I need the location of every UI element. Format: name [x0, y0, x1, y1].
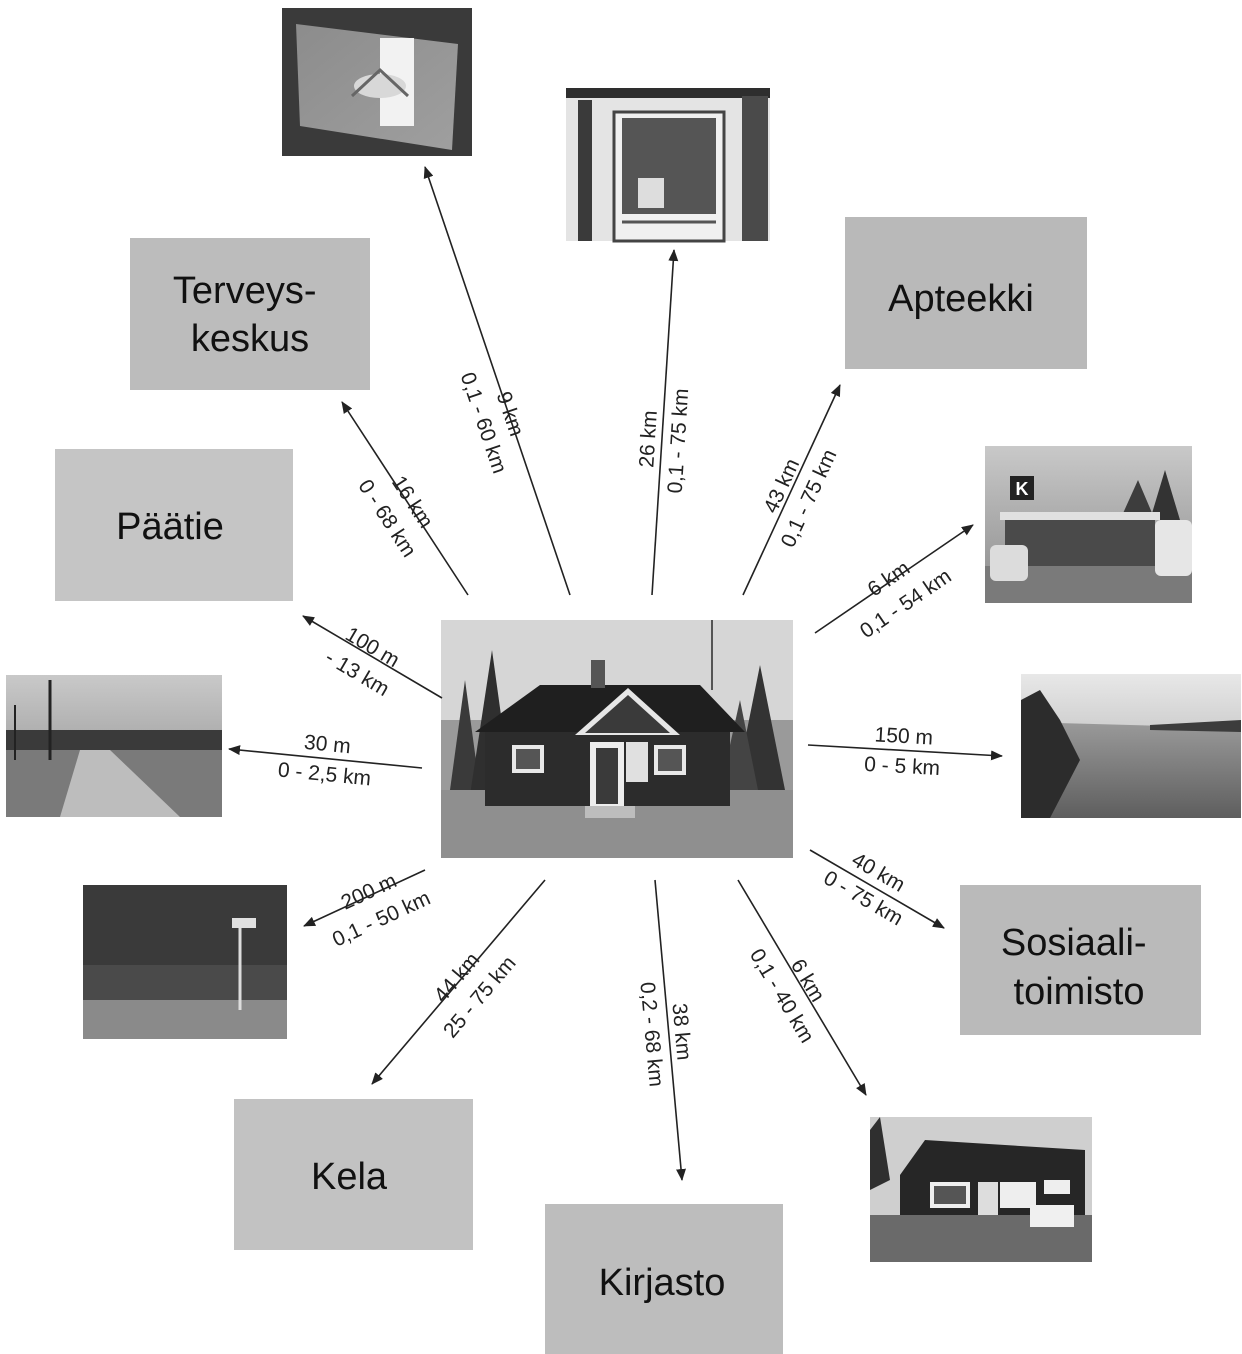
road-photo [6, 675, 222, 817]
store-photo: K [985, 446, 1192, 603]
apteekki-label: Apteekki [888, 278, 1034, 320]
sosiaalitoimisto-line-2: toimisto [1014, 971, 1145, 1013]
distance-d5-value: 150 m [874, 723, 934, 749]
arrow-kela [371, 879, 546, 1085]
kirjasto-label: Kirjasto [599, 1262, 726, 1304]
paatie-label: Päätie [116, 506, 224, 548]
arrow-apteekki [742, 384, 841, 596]
distance-d11-value: 30 m [303, 731, 352, 758]
arrow-store [814, 524, 974, 634]
distance-d4: 6 km 0,1 - 54 km [856, 557, 956, 643]
distance-d7: 6 km 0,1 - 40 km [745, 945, 829, 1047]
distance-d5-range: 0 - 5 km [864, 753, 941, 780]
arrow-kirjasto [654, 879, 686, 1181]
svg-text:K: K [1016, 479, 1029, 499]
arrow-terveyskeskus [341, 401, 469, 596]
door-photo [566, 88, 770, 243]
kirjasto-box: Kirjasto [545, 1204, 783, 1354]
kela-label: Kela [311, 1156, 388, 1198]
bus-stop-photo [83, 885, 287, 1039]
terveyskeskus-box: Terveys- keskus [130, 238, 370, 390]
arrow-flag [423, 166, 571, 596]
distance-d8: 38 km 0,2 - 68 km [635, 981, 695, 1088]
distance-d5: 150 m 0 - 5 km [864, 723, 941, 780]
arrow-road [228, 745, 423, 769]
arrow-paatie [302, 615, 443, 699]
distance-d2-range: 0,1 - 75 km [664, 388, 694, 494]
distance-d13: 16 km 0 - 68 km [353, 472, 437, 562]
svg-text:Sosiaali- toimisto: Sosiaali- toimisto [1001, 922, 1157, 1013]
sosiaalitoimisto-line-1: Sosiaali- [1001, 922, 1147, 964]
distance-d9: 44 km 25 - 75 km [430, 948, 521, 1042]
arrow-door [651, 249, 679, 596]
arrow-cafe [737, 879, 867, 1096]
house-photo [441, 620, 793, 858]
distance-d3: 43 km 0,1 - 75 km [759, 446, 841, 551]
arrow-sosiaalitoimisto [809, 849, 945, 929]
distance-d12: 100 m - 13 km [321, 623, 403, 701]
arrow-bus-stop [303, 869, 426, 927]
flag-photo [282, 8, 472, 156]
distance-d2-value: 26 km [635, 410, 662, 469]
terveyskeskus-line-1: Terveys- [173, 270, 317, 312]
kela-box: Kela [234, 1099, 473, 1250]
lake-photo [1021, 674, 1241, 818]
cafe-photo [870, 1117, 1092, 1262]
svg-text:Terveys- keskus: Terveys- keskus [173, 270, 327, 360]
sosiaalitoimisto-box: Sosiaali- toimisto [960, 885, 1201, 1035]
distance-d11: 30 m 0 - 2,5 km [277, 731, 372, 791]
paatie-box: Päätie [55, 449, 293, 601]
terveyskeskus-line-2: keskus [191, 318, 309, 360]
apteekki-box: Apteekki [845, 217, 1087, 369]
distance-d11-range: 0 - 2,5 km [277, 758, 372, 790]
distance-d8-value: 38 km [667, 1002, 695, 1061]
distance-d8-range: 0,2 - 68 km [635, 981, 667, 1088]
arrow-lake [807, 744, 1003, 761]
